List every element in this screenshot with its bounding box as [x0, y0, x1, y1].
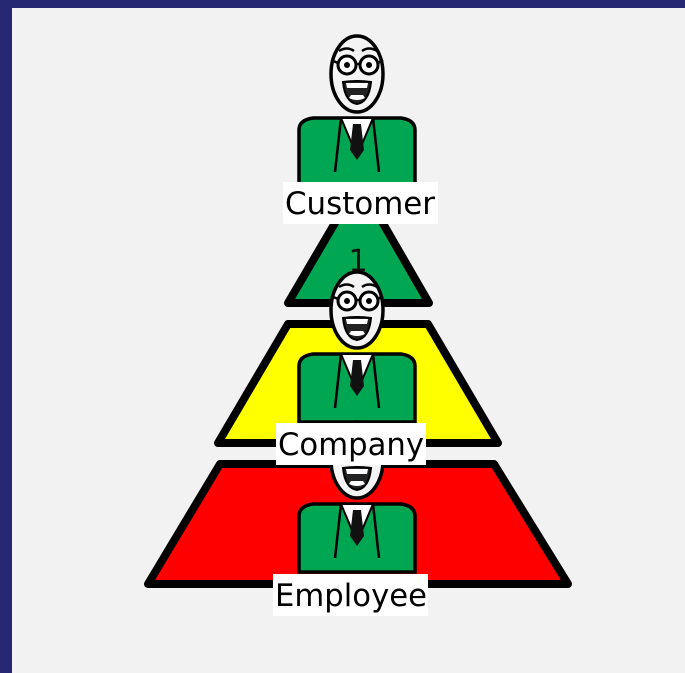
customer-label: Customer	[285, 186, 435, 222]
label-background	[273, 574, 428, 616]
tier-number: 1	[348, 244, 367, 279]
company-label: Company	[278, 427, 424, 463]
employee-label: Employee	[275, 578, 427, 614]
label-background	[283, 182, 438, 224]
smiling-businessman-icon	[297, 34, 417, 188]
label-background	[276, 423, 426, 465]
